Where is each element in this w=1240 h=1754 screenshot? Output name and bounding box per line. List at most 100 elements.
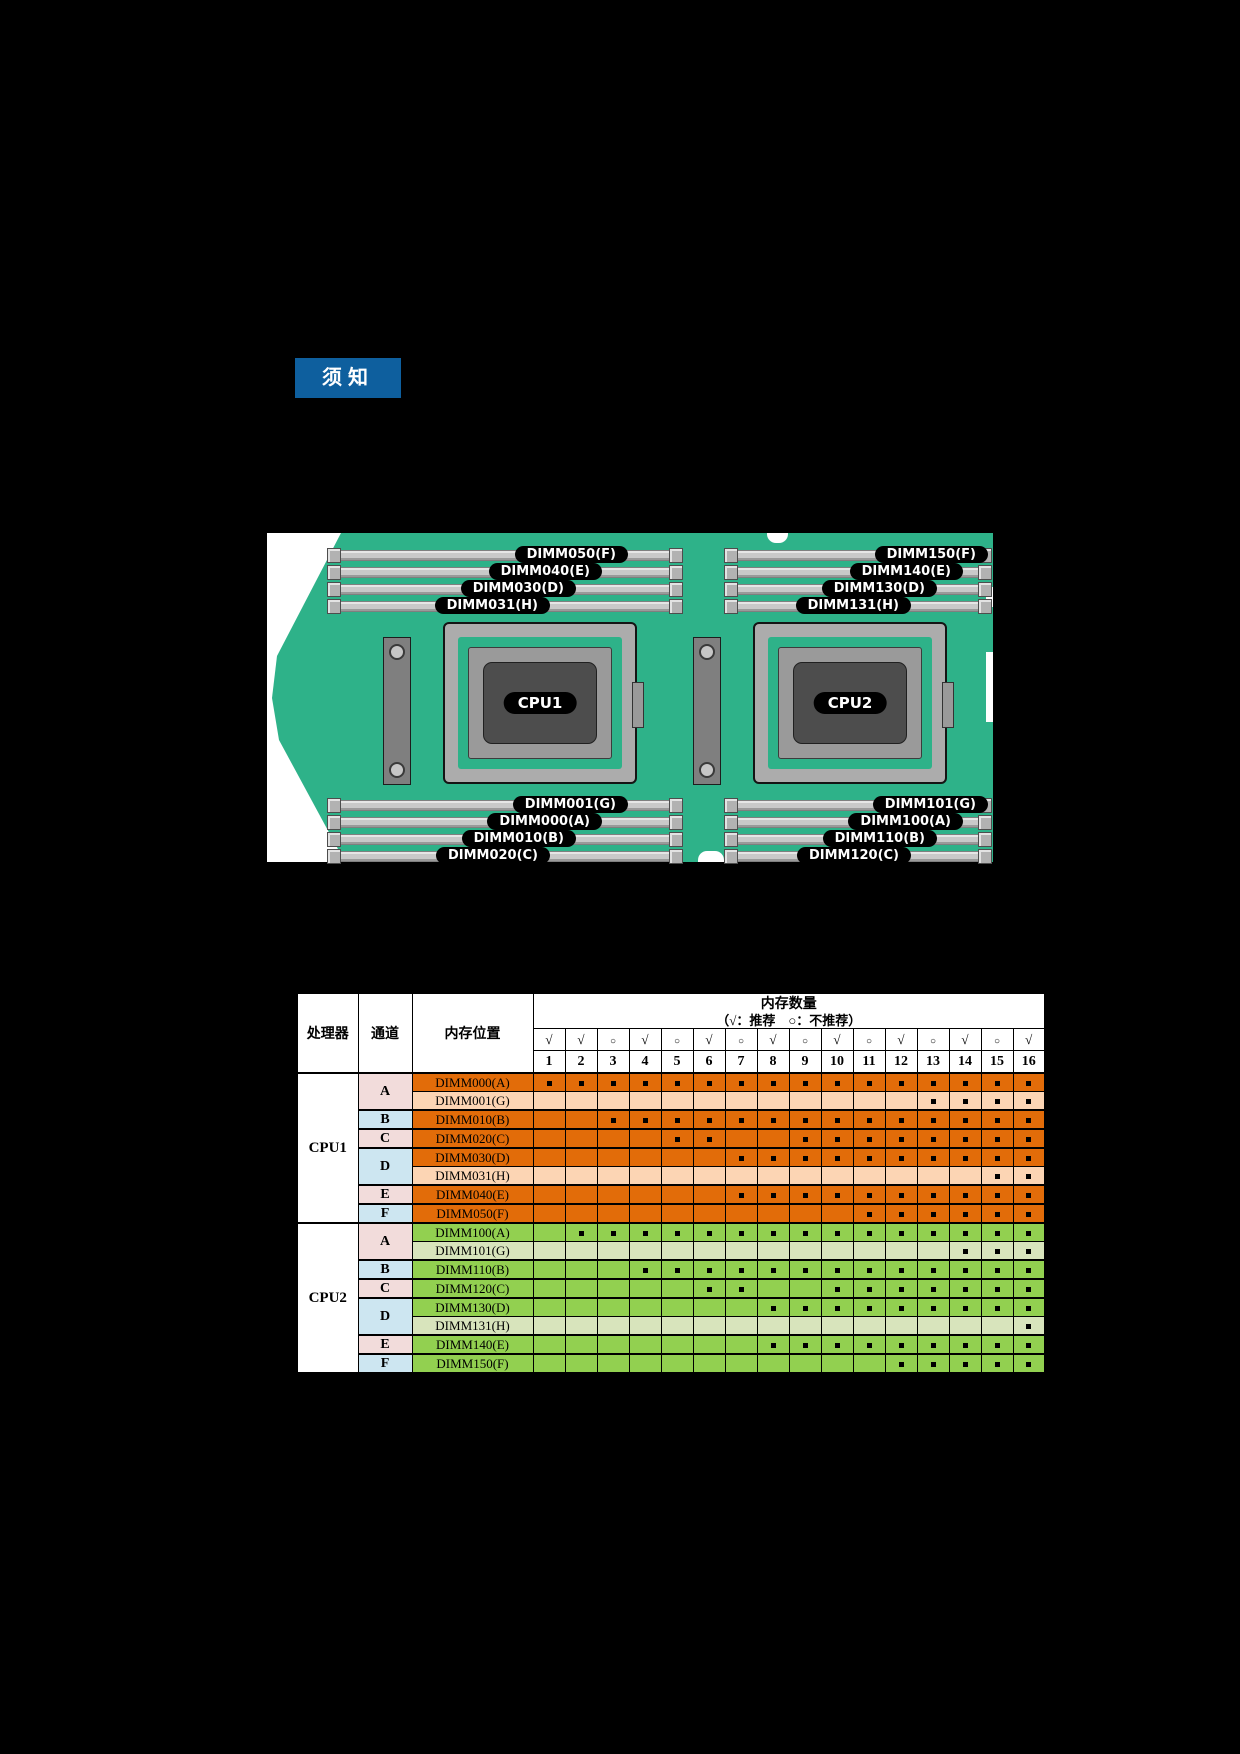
population-cell <box>948 1166 982 1186</box>
population-dot <box>706 1268 712 1274</box>
population-cell <box>660 1297 694 1317</box>
population-cell <box>1012 1072 1046 1092</box>
mark-cell: √ <box>756 1028 790 1051</box>
population-cell <box>852 1203 886 1224</box>
population-dot <box>834 1081 840 1087</box>
population-dot <box>642 1268 648 1274</box>
mark-cell: ○ <box>980 1028 1014 1051</box>
dimm-slot-label: DIMM131(H) <box>795 597 911 614</box>
population-cell <box>692 1091 726 1111</box>
population-cell <box>724 1297 758 1317</box>
population-dot <box>738 1268 744 1274</box>
population-dot <box>1026 1231 1032 1237</box>
population-dot <box>610 1231 616 1237</box>
slot-clip-left <box>327 849 341 864</box>
population-cell <box>980 1203 1014 1224</box>
population-cell <box>852 1166 886 1186</box>
slot-clip-right <box>978 599 992 614</box>
population-cell <box>788 1297 822 1317</box>
population-cell <box>948 1109 982 1130</box>
population-dot <box>930 1081 936 1087</box>
slot-clip-right <box>669 849 683 864</box>
population-dot <box>866 1231 872 1237</box>
population-cell <box>564 1109 598 1130</box>
count-cell: 2 <box>564 1050 598 1074</box>
population-cell <box>1012 1316 1046 1336</box>
slot-clip-right <box>669 832 683 847</box>
population-cell <box>564 1091 598 1111</box>
population-cell <box>660 1278 694 1299</box>
population-cell <box>724 1109 758 1130</box>
population-cell <box>884 1297 918 1317</box>
population-cell <box>852 1072 886 1092</box>
population-cell <box>884 1353 918 1374</box>
population-cell <box>980 1128 1014 1149</box>
population-cell <box>1012 1278 1046 1299</box>
population-dot <box>834 1118 840 1124</box>
population-cell <box>948 1353 982 1374</box>
population-cell <box>596 1241 630 1261</box>
connector-pin <box>699 762 715 778</box>
population-cell <box>660 1241 694 1261</box>
population-dot <box>1026 1306 1032 1312</box>
population-cell <box>628 1091 662 1111</box>
population-cell <box>916 1166 950 1186</box>
population-cell <box>692 1353 726 1374</box>
population-cell <box>916 1297 950 1317</box>
population-cell <box>596 1166 630 1186</box>
population-cell <box>948 1297 982 1317</box>
slot-clip-right <box>978 832 992 847</box>
dimm-slot-label: DIMM000(A) <box>487 813 602 830</box>
population-dot <box>802 1306 808 1312</box>
population-dot <box>1026 1156 1032 1162</box>
board-notch-bottom <box>698 851 724 862</box>
table-row: DIMM031(H) <box>297 1166 1046 1186</box>
count-cell: 9 <box>788 1050 822 1074</box>
slot-cell: DIMM040(E) <box>411 1184 534 1205</box>
board-notch-right-2 <box>986 652 993 722</box>
population-dot <box>930 1343 936 1349</box>
population-dot <box>962 1099 968 1105</box>
population-cell <box>788 1222 822 1242</box>
population-dot <box>994 1343 1000 1349</box>
population-cell <box>788 1353 822 1374</box>
population-cell <box>884 1072 918 1092</box>
population-dot <box>834 1287 840 1293</box>
population-cell <box>788 1241 822 1261</box>
dimm-slot-label: DIMM020(C) <box>435 847 550 864</box>
population-dot <box>930 1118 936 1124</box>
population-cell <box>564 1166 598 1186</box>
channel-cell: F <box>357 1203 413 1224</box>
population-cell <box>564 1334 598 1355</box>
population-dot <box>770 1118 776 1124</box>
channel-cell: D <box>357 1297 413 1336</box>
population-cell <box>660 1316 694 1336</box>
population-cell <box>852 1297 886 1317</box>
population-cell <box>820 1166 854 1186</box>
slot-clip-left <box>724 565 738 580</box>
dimm-slot-label: DIMM010(B) <box>461 830 576 847</box>
population-cell <box>948 1278 982 1299</box>
population-dot <box>770 1156 776 1162</box>
population-dot <box>834 1193 840 1199</box>
dimm-slot-label: DIMM031(H) <box>434 597 550 614</box>
population-cell <box>532 1184 566 1205</box>
population-cell <box>628 1222 662 1242</box>
population-dot <box>930 1212 936 1218</box>
population-cell <box>692 1316 726 1336</box>
population-cell <box>852 1241 886 1261</box>
population-dot <box>738 1193 744 1199</box>
population-cell <box>532 1091 566 1111</box>
slot-clip-left <box>724 548 738 563</box>
population-cell <box>596 1109 630 1130</box>
population-cell <box>884 1109 918 1130</box>
population-cell <box>596 1278 630 1299</box>
population-cell <box>980 1334 1014 1355</box>
population-cell <box>916 1241 950 1261</box>
population-cell <box>884 1316 918 1336</box>
population-dot <box>994 1099 1000 1105</box>
population-cell <box>980 1222 1014 1242</box>
population-dot <box>962 1362 968 1368</box>
